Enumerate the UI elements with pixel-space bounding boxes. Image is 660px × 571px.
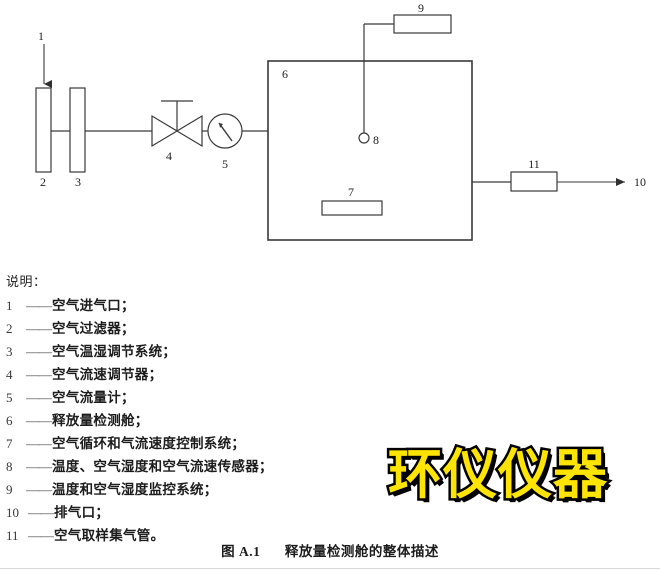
legend-item-dash: ——: [26, 482, 52, 497]
legend-item: 4 ——空气流速调节器；: [6, 363, 426, 386]
air-filter-plate: [35, 87, 52, 173]
label-8: 8: [373, 133, 379, 147]
legend-item-label: 释放量检测舱；: [52, 413, 149, 429]
air-circulation-unit: [321, 200, 383, 216]
label-9: 9: [418, 1, 424, 15]
caption-title: 释放量检测舱的整体描述: [284, 544, 439, 560]
legend-item: 7 ——空气循环和气流速度控制系统；: [6, 432, 426, 455]
legend-item-dash: ——: [26, 390, 52, 405]
caption-figure-number: 图 A.1: [221, 544, 261, 559]
legend-item-label: 空气流量计；: [52, 390, 135, 406]
legend-item-number: 1: [6, 298, 13, 313]
label-6: 6: [282, 67, 288, 81]
temperature-humidity-velocity-sensor: [358, 45, 370, 144]
legend-item: 10 ——排气口；: [6, 501, 426, 524]
process-flow-schematic: 1 2 3 4 5 6 7 8 9 10 11: [35, 1, 646, 241]
label-4: 4: [166, 149, 172, 163]
legend-item: 11 ——空气取样集气管。: [6, 524, 426, 547]
legend-item-number: 9: [6, 482, 13, 497]
legend-item: 6 ——释放量检测舱；: [6, 409, 426, 432]
label-3: 3: [75, 175, 81, 189]
legend-item: 8 ——温度、空气湿度和空气流速传感器；: [6, 455, 426, 478]
legend-item-number: 8: [6, 459, 13, 474]
bottom-divider: [0, 568, 660, 569]
legend-heading: 说明：: [6, 274, 47, 289]
legend-item-number: 11: [6, 528, 19, 543]
legend-item: 9 ——温度和空气湿度监控系统；: [6, 478, 426, 501]
legend-item-dash: ——: [26, 459, 52, 474]
legend-item-dash: ——: [28, 528, 54, 543]
legend-item-number: 5: [6, 390, 13, 405]
label-11: 11: [528, 157, 540, 171]
legend-item-label: 温度和空气湿度监控系统；: [52, 482, 218, 498]
legend-item-label: 空气取样集气管。: [54, 528, 165, 544]
legend-item-number: 3: [6, 344, 13, 359]
legend-item-label: 空气过滤器；: [52, 321, 135, 337]
legend-item-label: 空气流速调节器；: [52, 367, 163, 383]
legend-item-label: 空气温湿调节系统；: [52, 344, 177, 360]
legend-block: 说明： 1——空气进气口；2——空气过滤器；3——空气温湿调节系统；4——空气流…: [6, 272, 426, 547]
legend-item-dash: ——: [26, 321, 52, 336]
monitoring-system-box: [393, 14, 452, 34]
legend-item-label: 空气循环和气流速度控制系统；: [52, 436, 246, 452]
legend-item-number: 10: [6, 505, 19, 520]
legend-item-number: 6: [6, 413, 13, 428]
legend-item-label: 空气进气口；: [52, 298, 135, 314]
legend-item-dash: ——: [26, 367, 52, 382]
label-2: 2: [40, 175, 46, 189]
legend-item: 1 ——空气进气口；: [6, 294, 426, 317]
legend-list: 1——空气进气口；2——空气过滤器；3——空气温湿调节系统；4——空气流速调节器…: [6, 294, 426, 547]
sampling-manifold-box: [510, 171, 558, 192]
legend-item-label: 温度、空气湿度和空气流速传感器；: [52, 459, 273, 475]
legend-item-dash: ——: [26, 436, 52, 451]
figure-diagram: 1 2 3 4 5 6 7 8 9 10 11: [0, 0, 660, 265]
legend-item-number: 7: [6, 436, 13, 451]
flow-meter: [207, 113, 243, 149]
emission-test-chamber: [267, 60, 473, 241]
watermark-text: 环仪仪器: [386, 443, 610, 506]
legend-item: 3 ——空气温湿调节系统；: [6, 340, 426, 363]
legend-item-dash: ——: [26, 344, 52, 359]
label-5: 5: [222, 157, 228, 171]
flow-regulator-valve: [151, 100, 203, 148]
legend-item-label: 排气口；: [54, 505, 110, 521]
figure-caption: 图 A.1 释放量检测舱的整体描述: [0, 540, 660, 560]
temp-humidity-plate: [69, 87, 86, 173]
legend-item: 2 ——空气过滤器；: [6, 317, 426, 340]
label-7: 7: [348, 185, 354, 199]
legend-item-number: 2: [6, 321, 13, 336]
legend-item-dash: ——: [26, 298, 52, 313]
legend-item-dash: ——: [26, 413, 52, 428]
label-1: 1: [38, 29, 44, 43]
label-10: 10: [634, 175, 646, 189]
legend-item: 5 ——空气流量计；: [6, 386, 426, 409]
legend-item-dash: ——: [28, 505, 54, 520]
watermark: 环仪仪器: [386, 445, 610, 504]
legend-item-number: 4: [6, 367, 13, 382]
